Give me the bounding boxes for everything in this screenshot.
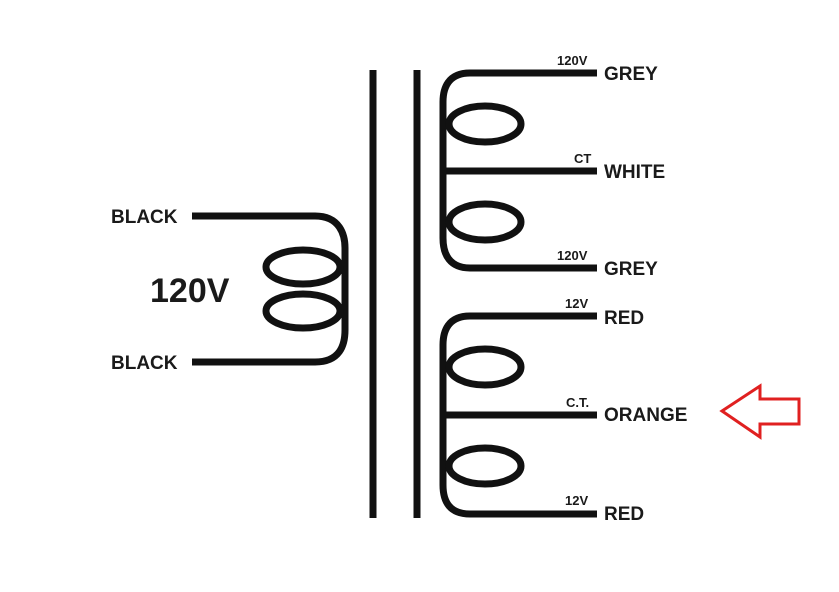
primary-bottom-lead [192,329,349,366]
transformer-core [369,70,421,518]
primary-coil-loop-1 [262,246,344,288]
secondary-low-coil-loop-2 [445,444,525,488]
secondary-low-coil-loop-1 [445,345,525,389]
secondary-high-bottom-wire: GREY [604,259,658,280]
primary-voltage-label: 120V [150,272,230,310]
arrow-left-outline-icon [719,383,801,440]
primary-top-lead [192,212,349,249]
primary-winding [192,212,349,366]
secondary-low-bottom-voltage: 12V [565,493,588,508]
secondary-high-coil-loop-1 [445,102,525,146]
secondary-low-center-wire: ORANGE [604,405,687,426]
secondary-high-winding [439,69,597,272]
secondary-high-center-wire: WHITE [604,162,665,183]
secondary-high-coil-loop-2 [445,200,525,244]
secondary-high-center-tap: CT [574,151,591,166]
primary-bottom-wire-label: BLACK [111,353,178,374]
secondary-low-top-voltage: 12V [565,296,588,311]
secondary-low-center-tap: C.T. [566,395,589,410]
secondary-low-winding [439,312,597,518]
primary-coil-loop-2 [262,290,344,332]
secondary-high-top-wire: GREY [604,64,658,85]
secondary-high-top-voltage: 120V [557,53,588,68]
secondary-low-top-wire: RED [604,308,644,329]
secondary-high-bottom-voltage: 120V [557,248,588,263]
secondary-low-bottom-wire: RED [604,504,644,525]
primary-top-wire-label: BLACK [111,207,178,228]
